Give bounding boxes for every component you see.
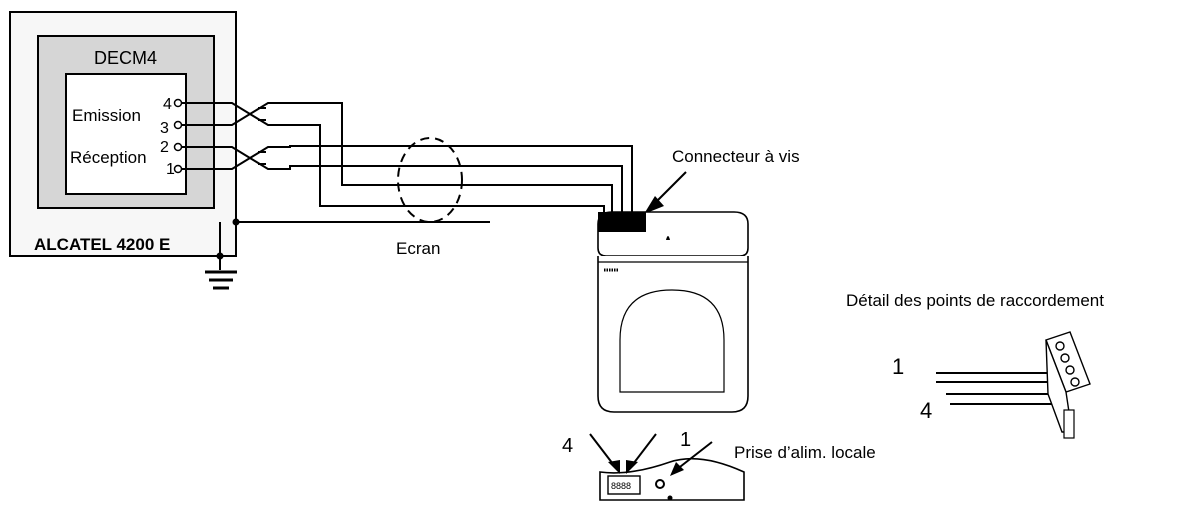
screw-connector-callout: Connecteur à vis	[644, 147, 800, 214]
twisted-pair-cable	[182, 102, 633, 222]
detail-pin-4-label: 4	[920, 398, 932, 423]
svg-text:8888: 8888	[611, 481, 631, 491]
screen-label: Ecran	[396, 239, 440, 258]
system-label: ALCATEL 4200 E	[34, 235, 170, 254]
terminal-1	[173, 164, 183, 174]
pin-label-4: 4	[163, 96, 172, 113]
local-power-label: Prise d’alim. locale	[734, 443, 876, 462]
terminal-4	[173, 98, 183, 108]
cable-shield: Ecran	[236, 137, 490, 258]
reception-label: Réception	[70, 148, 147, 167]
bottom-pin-1-label: 1	[680, 429, 691, 451]
detail-pin-1-label: 1	[892, 354, 904, 379]
connection-detail: Détail des points de raccordement 1 4	[846, 291, 1104, 439]
decm4-module: DECM4 Emission Réception 4 3 2 1	[37, 35, 215, 209]
pin-label-3: 3	[160, 120, 169, 137]
pin-label-2: 2	[160, 139, 169, 156]
emission-label: Emission	[72, 106, 141, 125]
detail-title: Détail des points de raccordement	[846, 291, 1104, 310]
bottom-pin-4-label: 4	[562, 435, 573, 457]
terminal-2	[173, 142, 183, 152]
device-bottom-view: 8888 4 1 Prise d’alim. locale	[562, 429, 876, 501]
module-label: DECM4	[94, 48, 157, 68]
pin-label-1: 1	[166, 161, 175, 178]
terminal-3	[173, 120, 183, 130]
screw-connector-label: Connecteur à vis	[672, 147, 800, 166]
terminal-device	[597, 211, 749, 413]
